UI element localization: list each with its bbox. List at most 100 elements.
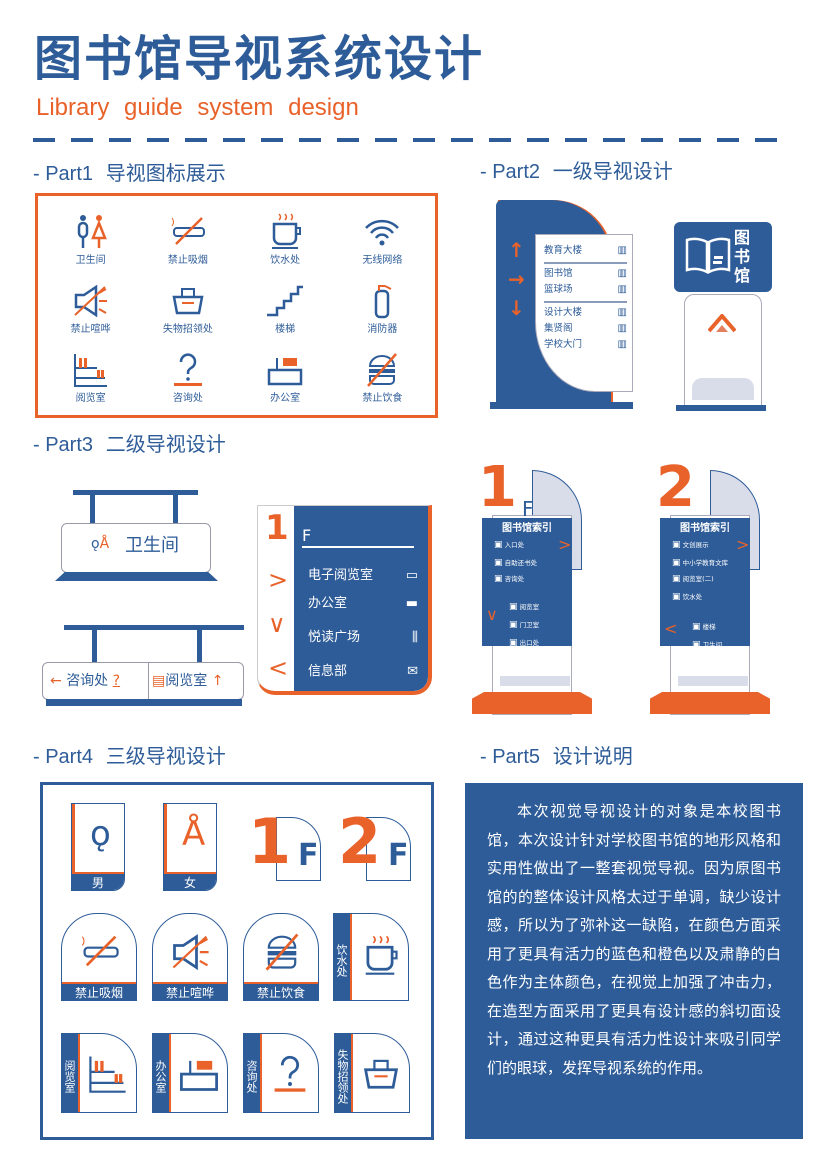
lost-found-icon bbox=[172, 288, 204, 315]
destination-item: 设计大楼▥ bbox=[544, 305, 627, 321]
icon-label: 禁止饮食 bbox=[362, 393, 403, 404]
index-item: ▣ 出口处 bbox=[509, 638, 540, 648]
stairs-icon bbox=[267, 285, 304, 317]
hanging-sign-text: 卫生间 bbox=[125, 535, 179, 556]
chevron-right-icon: > bbox=[736, 535, 750, 554]
hanging-sign-directions: ← 咨询处 ? ▤阅览室 ↑ bbox=[42, 625, 247, 710]
index-item: ▣ 门卫室 bbox=[509, 620, 540, 630]
index-item: ▣ 自助还书处 bbox=[494, 558, 538, 568]
hanging-sign-restroom: ǫÅ 卫生间 bbox=[55, 490, 218, 585]
room-sign: 阅览室 bbox=[61, 1033, 137, 1113]
direction-label: 阅览室 bbox=[165, 673, 208, 689]
building-icon: ▥ bbox=[617, 268, 627, 279]
male-icon: ǫ bbox=[90, 814, 111, 854]
library-sign-text: 图书馆 bbox=[734, 228, 751, 285]
index-item: ▣ 入口处 bbox=[494, 540, 525, 550]
water-sign: 饮水处 bbox=[333, 913, 409, 1001]
sign-label: 咨询处 bbox=[244, 1034, 262, 1112]
icon-label: 禁止喧哗 bbox=[70, 324, 111, 335]
floor-letter: F bbox=[298, 838, 319, 873]
building-icon: ▥ bbox=[617, 307, 627, 318]
index-item: ▣ 文创展示 bbox=[672, 540, 709, 550]
icon-cell: 无线网络 bbox=[334, 202, 431, 271]
floor-number: 2 bbox=[656, 455, 695, 520]
index-item: ▣ 饮水处 bbox=[672, 592, 703, 602]
room-icon: ⫼ bbox=[412, 630, 418, 645]
sign-label: 女 bbox=[164, 872, 216, 890]
female-icon: Å bbox=[182, 814, 206, 854]
icon-label: 禁止吸烟 bbox=[167, 255, 208, 266]
room-icon: ▬ bbox=[405, 596, 418, 611]
sign-label: 阅览室 bbox=[62, 1034, 80, 1112]
direction-label: 咨询处 bbox=[66, 673, 109, 689]
icon-label: 无线网络 bbox=[362, 255, 403, 266]
icon-label: 失物招领处 bbox=[162, 324, 213, 335]
destination-item: 篮球场▥ bbox=[544, 282, 627, 298]
icon-label: 咨询处 bbox=[172, 393, 203, 404]
icon-cell: 禁止饮食 bbox=[334, 340, 431, 409]
part2-heading: - Part2 一级导视设计 bbox=[480, 159, 673, 183]
sign-label: 禁止吸烟 bbox=[62, 982, 136, 1000]
no-noise-icon bbox=[73, 284, 107, 318]
part1-heading: - Part1 导视图标展示 bbox=[33, 161, 226, 185]
icon-cell: 饮水处 bbox=[237, 202, 334, 271]
icon-label: 卫生间 bbox=[75, 255, 106, 266]
sign-label: 禁止饮食 bbox=[244, 982, 318, 1000]
icon-label: 办公室 bbox=[270, 393, 301, 404]
icon-cell: 禁止吸烟 bbox=[139, 202, 236, 271]
destination-item: 教育大楼▥ bbox=[544, 243, 627, 259]
floor-number: 1 bbox=[265, 508, 289, 548]
index-item: ▣ 中小学教育文库 bbox=[672, 558, 729, 568]
index-title: 图书馆索引 bbox=[680, 523, 730, 534]
icon-cell: 办公室 bbox=[237, 340, 334, 409]
prohibition-sign: 禁止喧哗 bbox=[152, 913, 228, 1001]
primary-sign-library: 图书馆 bbox=[674, 222, 774, 412]
floor-letter: F bbox=[302, 526, 414, 548]
chevron-right-icon: > bbox=[558, 535, 572, 554]
icon-cell: 失物招领处 bbox=[139, 271, 236, 340]
destination-item: 图书馆▥ bbox=[544, 266, 627, 282]
restroom-icon bbox=[77, 215, 107, 248]
floor-number: 1 bbox=[248, 805, 292, 878]
floor-letter: F bbox=[388, 838, 409, 873]
icon-label: 消防器 bbox=[367, 324, 398, 335]
building-icon: ▥ bbox=[617, 339, 627, 350]
bookshelf-icon bbox=[89, 1056, 126, 1093]
sign-label: 男 bbox=[72, 872, 124, 890]
icon-cell: 楼梯 bbox=[237, 271, 334, 340]
no-smoking-icon bbox=[81, 935, 119, 967]
index-item: ▣ 阅览室(二) bbox=[672, 574, 714, 584]
destination-item: 学校大门▥ bbox=[544, 337, 627, 353]
floor-number: 2 bbox=[338, 805, 382, 878]
water-cup-icon bbox=[272, 213, 302, 249]
no-food-icon bbox=[265, 933, 299, 971]
destination-item: 集贤阁▥ bbox=[544, 321, 627, 337]
office-desk-icon bbox=[267, 358, 303, 386]
sign-label: 禁止喧哗 bbox=[153, 982, 227, 1000]
chevron-icon: < bbox=[664, 619, 678, 638]
building-icon: ▥ bbox=[617, 284, 627, 295]
wall-sign-item: 悦读广场⫼ bbox=[308, 624, 418, 652]
icon-label: 饮水处 bbox=[270, 255, 301, 266]
water-cup-icon bbox=[365, 935, 398, 975]
icon-cell: 消防器 bbox=[334, 271, 431, 340]
wifi-icon bbox=[365, 219, 400, 246]
prohibition-sign: 禁止饮食 bbox=[243, 913, 319, 1001]
question-icon bbox=[173, 353, 202, 386]
primary-sign-directory: ↑→↓ 教育大楼▥图书馆▥篮球场▥设计大楼▥集贤阁▥学校大门▥ bbox=[490, 198, 635, 410]
wall-sign-item: 办公室▬ bbox=[308, 590, 418, 618]
prohibition-sign: 禁止吸烟 bbox=[61, 913, 137, 1001]
bookshelf-icon bbox=[73, 354, 107, 387]
index-item: ▣ 阅览室 bbox=[509, 602, 540, 612]
floor-number: 1 bbox=[478, 455, 517, 520]
fire-extinguisher-icon bbox=[375, 285, 392, 319]
icon-cell: 咨询处 bbox=[139, 340, 236, 409]
no-smoking-icon bbox=[171, 217, 205, 245]
lost-found-icon bbox=[363, 1059, 399, 1089]
room-icon: ▭ bbox=[405, 568, 418, 583]
building-icon: ▥ bbox=[617, 245, 627, 256]
